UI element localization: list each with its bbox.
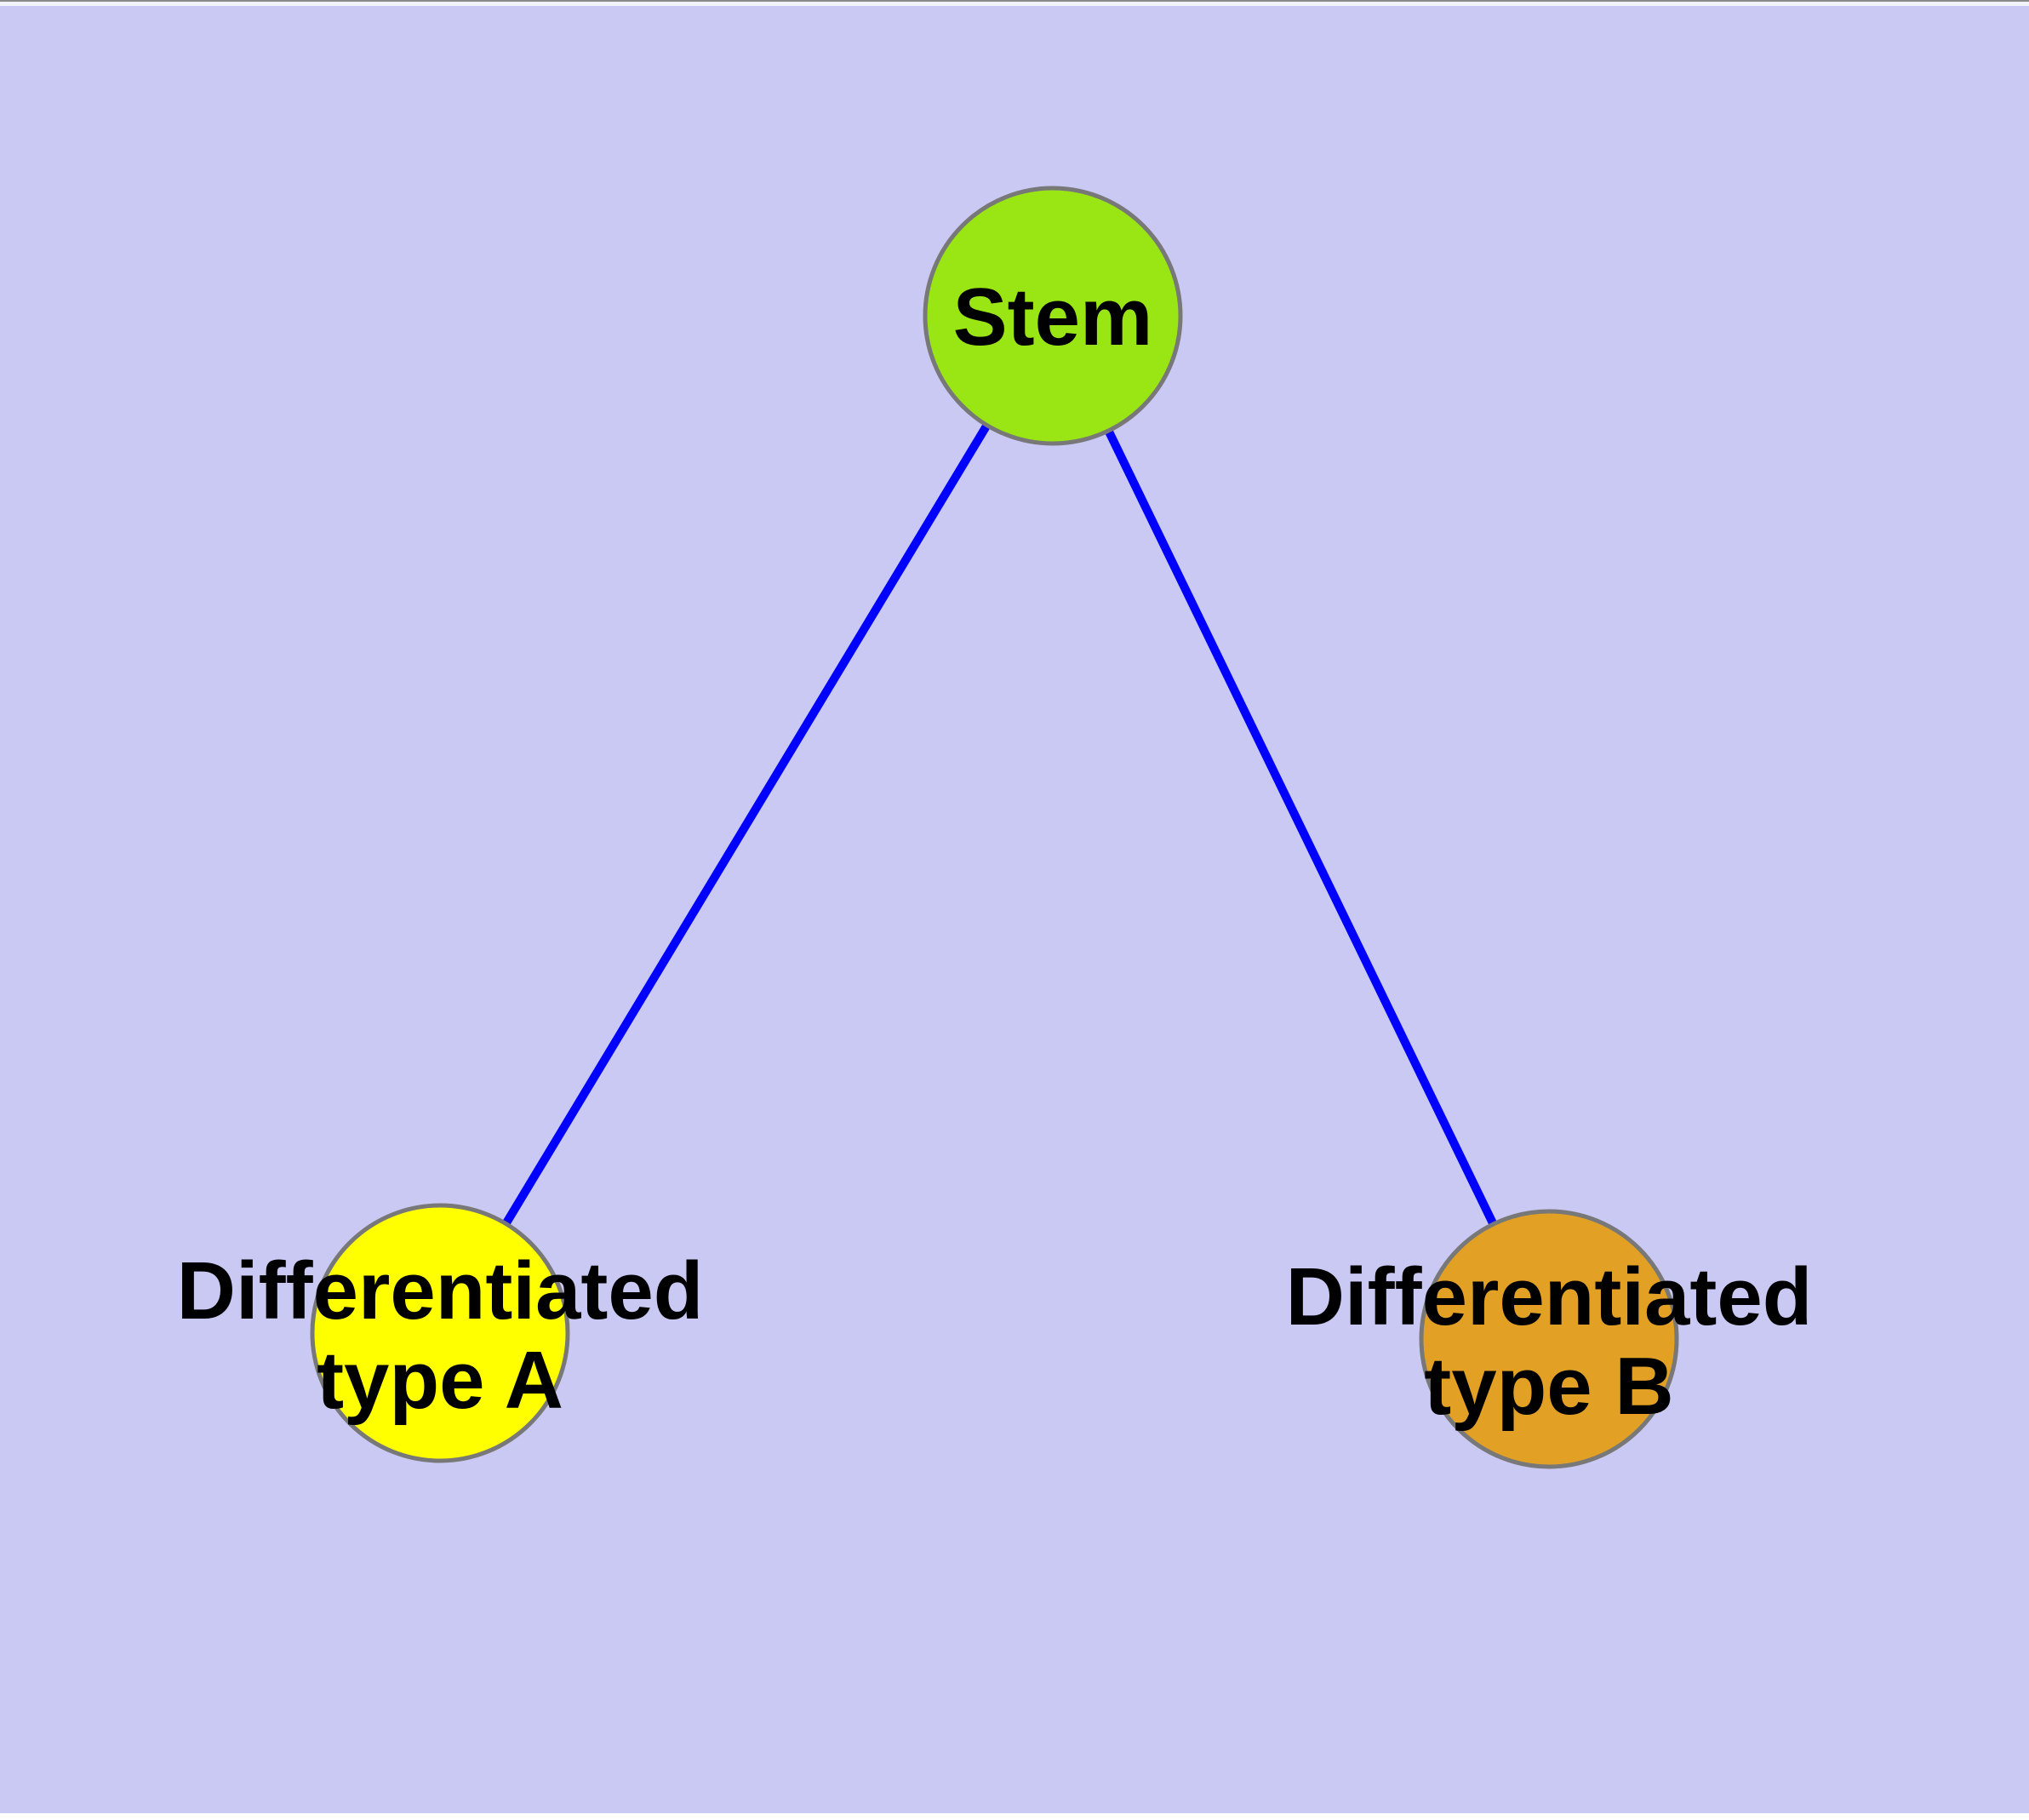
node-type-a-label-line1: Differentiated [177,1245,704,1336]
bottom-edge-band [0,1813,2029,1820]
node-stem [923,186,1183,446]
node-differentiated-type-a [310,1203,570,1463]
node-type-a-label-line2: type A [317,1335,563,1426]
node-type-b-label-line1: Differentiated [1286,1251,1813,1342]
top-edge-band [0,2,2029,6]
top-edge-line [0,0,2029,2]
edge-stem-to-type-a [436,313,1057,1336]
node-differentiated-type-b [1419,1209,1679,1469]
node-stem-label: Stem [953,272,1153,363]
edge-stem-to-type-b [1049,313,1553,1342]
node-type-b-label-line2: type B [1424,1341,1673,1432]
